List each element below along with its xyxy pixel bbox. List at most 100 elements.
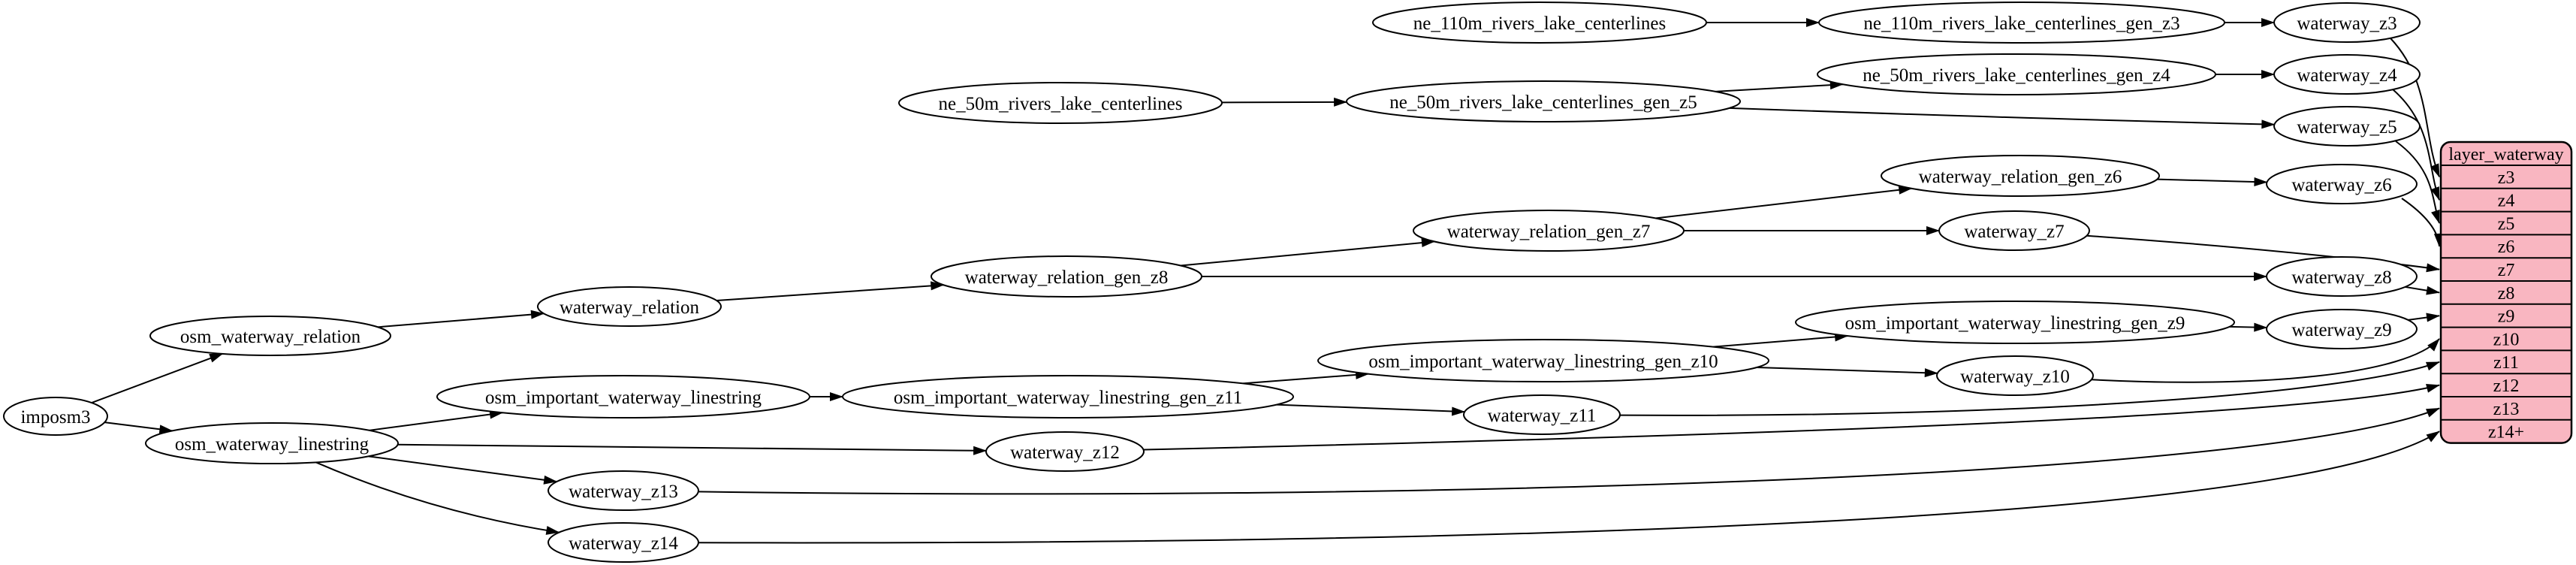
edge-osm_important_waterway_linestring_gen_z11-to-osm_important_waterway_linestring_gen_z10 [1242,370,1370,385]
edge-osm_waterway_linestring-to-waterway_z12 [397,443,988,455]
node-waterway_z12: waterway_z12 [985,431,1145,472]
node-ne_50m_rivers_lake_centerlines_gen_z5: ne_50m_rivers_lake_centerlines_gen_z5 [1346,80,1741,122]
edge-waterway_relation_gen_z8-to-waterway_relation_gen_z7 [1180,238,1435,267]
edge-ne_50m_rivers_lake_centerlines_gen_z5-to-waterway_z5 [1729,107,2276,129]
node-waterway_z6: waterway_z6 [2266,164,2418,204]
node-waterway_z5: waterway_z5 [2273,106,2421,147]
edge-osm_important_waterway_linestring_gen_z10-to-waterway_z10 [1756,367,1938,378]
node-label-ne_50m_rivers_lake_centerlines_gen_z4: ne_50m_rivers_lake_centerlines_gen_z4 [1863,65,2170,86]
edge-waterway_z13-to-table-row-z13 [698,407,2440,495]
node-ne_110m_rivers_lake_centerlines_gen_z3: ne_110m_rivers_lake_centerlines_gen_z3 [1818,2,2225,44]
node-shape-osm_important_waterway_linestring_gen_z11 [842,375,1294,418]
edge-waterway_z8-to-table-row-z8 [2405,286,2440,295]
node-shape-waterway_z8 [2266,256,2418,297]
node-label-waterway_z3: waterway_z3 [2297,14,2397,34]
node-label-osm_waterway_linestring: osm_waterway_linestring [175,434,370,455]
edge-waterway_z5-to-table-row-z5 [2395,140,2440,224]
node-label-imposm3: imposm3 [20,407,90,428]
node-waterway_z13: waterway_z13 [547,470,699,511]
node-waterway_z10: waterway_z10 [1936,355,2094,396]
node-shape-ne_110m_rivers_lake_centerlines [1372,2,1707,44]
node-osm_important_waterway_linestring_gen_z11: osm_important_waterway_linestring_gen_z1… [842,375,1294,418]
edge-ne_50m_rivers_lake_centerlines-to-ne_50m_rivers_lake_centerlines_gen_z5 [1221,97,1348,107]
node-shape-osm_waterway_relation [149,316,391,356]
node-label-waterway_z9: waterway_z9 [2291,320,2391,340]
table-row-z11: z11 [2493,353,2519,373]
node-label-waterway_relation: waterway_relation [560,298,700,318]
node-label-waterway_z10: waterway_z10 [1960,367,2070,387]
node-label-waterway_z8: waterway_z8 [2291,267,2391,288]
edge-waterway_z12-to-table-row-z12 [1143,383,2440,451]
edge-osm_waterway_linestring-to-waterway_z13 [368,455,558,485]
node-ne_50m_rivers_lake_centerlines_gen_z4: ne_50m_rivers_lake_centerlines_gen_z4 [1817,53,2216,95]
node-shape-ne_50m_rivers_lake_centerlines [898,82,1223,124]
edge-ne_50m_rivers_lake_centerlines_gen_z5-to-ne_50m_rivers_lake_centerlines_gen_z4 [1715,80,1844,92]
node-waterway_z9: waterway_z9 [2266,309,2418,349]
node-waterway_z3: waterway_z3 [2273,2,2421,43]
node-label-osm_waterway_relation: osm_waterway_relation [180,327,361,347]
node-waterway_z14: waterway_z14 [547,522,699,563]
node-label-waterway_z12: waterway_z12 [1010,443,1120,463]
node-shape-waterway_z12 [985,431,1145,472]
edge-waterway_z9-to-table-row-z9 [2408,313,2440,322]
node-shape-waterway_z13 [547,470,699,511]
table-layer-waterway: layer_waterwayz3z4z5z6z7z8z9z10z11z12z13… [2439,140,2573,444]
table-row-z5: z5 [2498,214,2515,234]
table-row-z13: z13 [2493,400,2520,419]
edges-layer [91,18,2443,544]
table-layer: layer_waterwayz3z4z5z6z7z8z9z10z11z12z13… [2439,140,2573,444]
node-osm_important_waterway_linestring: osm_important_waterway_linestring [436,375,810,418]
node-label-osm_important_waterway_linestring: osm_important_waterway_linestring [485,388,762,408]
node-label-waterway_z14: waterway_z14 [569,533,678,554]
node-waterway_relation_gen_z8: waterway_relation_gen_z8 [931,255,1202,298]
table-row-z7: z7 [2498,261,2515,280]
node-shape-osm_waterway_linestring [145,422,399,464]
node-shape-waterway_relation_gen_z8 [931,255,1202,298]
node-waterway_relation_gen_z7: waterway_relation_gen_z7 [1413,210,1685,252]
node-shape-waterway_z14 [547,522,699,563]
edge-waterway_z14-to-table-row-z14+ [698,431,2440,544]
edge-waterway_z11-to-table-row-z11 [1619,361,2440,416]
node-shape-waterway_z6 [2266,164,2418,204]
node-label-waterway_z7: waterway_z7 [1964,222,2064,242]
node-label-osm_important_waterway_linestring_gen_z9: osm_important_waterway_linestring_gen_z9 [1845,313,2185,334]
node-label-ne_50m_rivers_lake_centerlines: ne_50m_rivers_lake_centerlines [939,94,1183,114]
node-label-ne_110m_rivers_lake_centerlines: ne_110m_rivers_lake_centerlines [1413,14,1666,34]
edge-waterway_z6-to-table-row-z6 [2401,198,2443,247]
table-background [2439,140,2573,444]
node-waterway_relation: waterway_relation [537,286,722,327]
node-shape-waterway_relation_gen_z6 [1881,155,2160,197]
node-osm_waterway_relation: osm_waterway_relation [149,316,391,356]
node-shape-waterway_z10 [1936,355,2094,396]
node-osm_waterway_linestring: osm_waterway_linestring [145,422,399,464]
edge-imposm3-to-osm_waterway_linestring [104,421,173,434]
edge-imposm3-to-osm_waterway_relation [91,352,224,403]
node-label-waterway_z6: waterway_z6 [2291,175,2391,195]
node-label-waterway_relation_gen_z8: waterway_relation_gen_z8 [965,267,1169,288]
node-label-waterway_z4: waterway_z4 [2297,65,2397,86]
node-waterway_relation_gen_z6: waterway_relation_gen_z6 [1881,155,2160,197]
table-row-z12: z12 [2493,376,2520,396]
node-shape-ne_110m_rivers_lake_centerlines_gen_z3 [1818,2,2225,44]
edge-osm_important_waterway_linestring_gen_z9-to-waterway_z9 [2229,322,2268,332]
edge-waterway_relation_gen_z7-to-waterway_relation_gen_z6 [1655,185,1913,219]
node-osm_important_waterway_linestring_gen_z9: osm_important_waterway_linestring_gen_z9 [1795,301,2235,344]
node-shape-waterway_relation_gen_z7 [1413,210,1685,252]
edge-waterway_relation-to-waterway_relation_gen_z8 [716,281,945,302]
node-label-waterway_relation_gen_z6: waterway_relation_gen_z6 [1919,167,2122,187]
node-ne_50m_rivers_lake_centerlines: ne_50m_rivers_lake_centerlines [898,82,1223,124]
node-waterway_z11: waterway_z11 [1463,394,1621,435]
table-row-z3: z3 [2498,168,2515,188]
table-row-z10: z10 [2493,330,2520,349]
table-title: layer_waterway [2448,145,2563,165]
edge-waterway_z10-to-table-row-z10 [2091,338,2440,383]
node-shape-waterway_relation [537,286,722,327]
node-shape-osm_important_waterway_linestring [436,375,810,418]
edge-waterway_z4-to-table-row-z4 [2392,89,2440,201]
node-shape-waterway_z4 [2273,54,2421,95]
table-row-z14+: z14+ [2488,423,2524,443]
node-waterway_z7: waterway_z7 [1938,210,2090,251]
node-label-waterway_z11: waterway_z11 [1488,406,1597,426]
